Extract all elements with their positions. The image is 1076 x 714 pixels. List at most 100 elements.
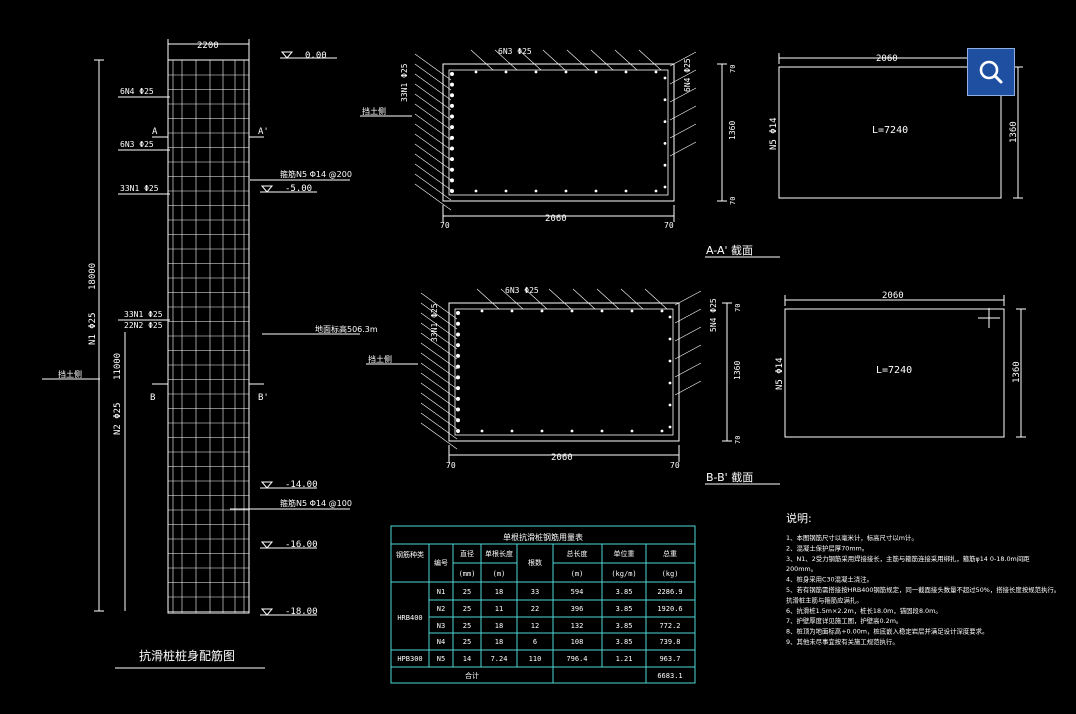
rebar-dot-top: [510, 309, 514, 313]
seg-lower-dim: 11000: [113, 353, 123, 380]
bar-label-6n3: 6N3 Φ25: [120, 140, 154, 149]
hatch-line: [414, 93, 452, 121]
th-dia: 直径: [460, 549, 474, 558]
bb-cover-bottom: 70: [734, 436, 742, 444]
bb-cover-left: 70: [446, 461, 456, 470]
total-value: 6683.1: [657, 672, 682, 680]
rebar-dot-left: [450, 125, 454, 130]
hatch-line: [674, 290, 702, 306]
table-cell: 22: [531, 605, 539, 613]
aa-cover-top: 70: [729, 65, 737, 73]
total-label: 合计: [465, 671, 479, 680]
hatch-line: [644, 288, 668, 310]
table-cell: 11: [495, 605, 503, 613]
bb-cover-top: 70: [734, 304, 742, 312]
section-bb-outline: [448, 302, 680, 442]
stirrup-bb-label: N5 Φ14: [775, 357, 785, 390]
seg-lower-label: N2 Φ25: [113, 402, 123, 435]
hatch-line: [420, 392, 458, 420]
grade-hpb300: HPB300: [397, 655, 422, 663]
table-cell: 3.85: [616, 622, 633, 630]
table-cell: 796.4: [566, 655, 587, 663]
stirrup-aa-label: N5 Φ14: [769, 117, 779, 150]
hatch-line: [414, 183, 452, 211]
section-bb-texts: 6N3 Φ25 33N1 Φ25 5N4 Φ25 2060 70 70 1360…: [368, 286, 753, 484]
rebar-dot-right: [668, 315, 672, 319]
rebar-dot-left: [456, 429, 460, 433]
hatch-line: [414, 113, 452, 141]
note-item: 8、桩顶为地面标高+0.00m，桩底嵌入稳定岩层并满足设计深度要求。: [786, 627, 988, 636]
level-5: -5.00: [285, 184, 312, 194]
rebar-dot-top: [534, 70, 538, 74]
tu-total-length: (m): [571, 570, 584, 578]
note-item: 4、桩身采用C30混凝土浇注。: [786, 575, 873, 584]
aa-right-bar: 6N4 Φ25: [683, 58, 692, 92]
hatch-line: [414, 173, 452, 201]
rebar-dot-left: [456, 321, 460, 326]
bb-right-bar: 5N4 Φ25: [709, 298, 718, 332]
rebar-dot-right: [663, 76, 667, 80]
hatch-line: [500, 288, 524, 310]
section-b-mark: B: [150, 393, 155, 403]
aa-retaining-side: 挡土侧: [362, 106, 386, 116]
rebar-dot-top: [660, 309, 664, 313]
table-cell: 772.2: [659, 622, 680, 630]
table-cell: 110: [529, 655, 542, 663]
rebar-dot-left: [456, 343, 460, 348]
table-cell: 396: [571, 605, 584, 613]
rebar-dot-left: [450, 135, 454, 140]
section-a2-mark: A': [258, 127, 269, 137]
rebar-dot-left: [456, 386, 460, 391]
note-item: 7、护壁厚度详见施工图，护壁高0.2m。: [786, 616, 902, 625]
retaining-side-label: 挡土侧: [58, 369, 82, 379]
table-cell: 25: [463, 605, 471, 613]
table-cell: 7.24: [491, 655, 508, 663]
note-item: 6、抗滑桩1.5m×2.2m，桩长18.0m，锚固段8.0m。: [786, 606, 942, 615]
hatch-line: [596, 288, 620, 310]
level-marker: [260, 608, 274, 616]
rebar-dot-top: [594, 70, 598, 74]
table-cell: 739.8: [659, 638, 680, 646]
level-16: -16.00: [285, 540, 318, 550]
table-cell: 25: [463, 638, 471, 646]
hatch-line: [420, 322, 458, 350]
th-unit-weight: 单位重: [614, 549, 635, 558]
rebar-dot-right: [663, 120, 667, 123]
hatch-line: [414, 153, 452, 181]
hatch-line: [420, 332, 458, 360]
rebar-dot-right: [663, 142, 667, 145]
table-cell: 2286.9: [657, 588, 682, 596]
stirrup-top-label: 箍筋N5 Φ14 @200: [280, 169, 352, 179]
rebar-dot-top: [504, 70, 508, 74]
hatch-line: [414, 53, 452, 81]
bb-cover-right: 70: [670, 461, 680, 470]
rebar-dot-left: [450, 114, 454, 119]
hatch-line: [572, 288, 596, 310]
rebar-dot-bottom: [540, 429, 544, 433]
rebar-dot-bottom: [594, 189, 598, 193]
table-cell: 132: [571, 622, 584, 630]
th-total-weight: 总重: [663, 549, 677, 558]
tu-total-weight: (kg): [662, 570, 679, 578]
note-item: 3、N1、2受力钢筋采用焊接接长，主筋与箍筋连接采用绑扎，箍筋φ14 0-18.…: [786, 554, 1030, 563]
note-item: 抗滑桩主筋与箍筋应满扎。: [786, 595, 863, 604]
section-bb: [366, 288, 780, 485]
stirrup-bb: [784, 295, 1026, 438]
bar-label-33n1: 33N1 Φ25: [124, 310, 163, 319]
search-button[interactable]: [967, 48, 1015, 96]
elevation-title: 抗滑桩桩身配筋图: [139, 648, 235, 663]
stirrup-bb-outline: [784, 308, 1005, 438]
hatch-line: [420, 292, 458, 320]
hatch-line: [674, 344, 702, 360]
rebar-dot-bottom: [480, 429, 484, 433]
level-marker: [260, 481, 274, 489]
th-grade: 钢筋种类: [396, 550, 424, 559]
rebar-dot-left: [450, 103, 454, 108]
rebar-dot-bottom: [624, 189, 628, 193]
rebar-dot-top: [480, 309, 484, 313]
rebar-dot-right: [663, 98, 667, 102]
rebar-dot-right: [663, 163, 667, 167]
note-item: 2、混凝土保护层厚70mm。: [786, 543, 868, 552]
hatch-line: [590, 49, 614, 71]
rebar-dot-right: [668, 359, 672, 363]
